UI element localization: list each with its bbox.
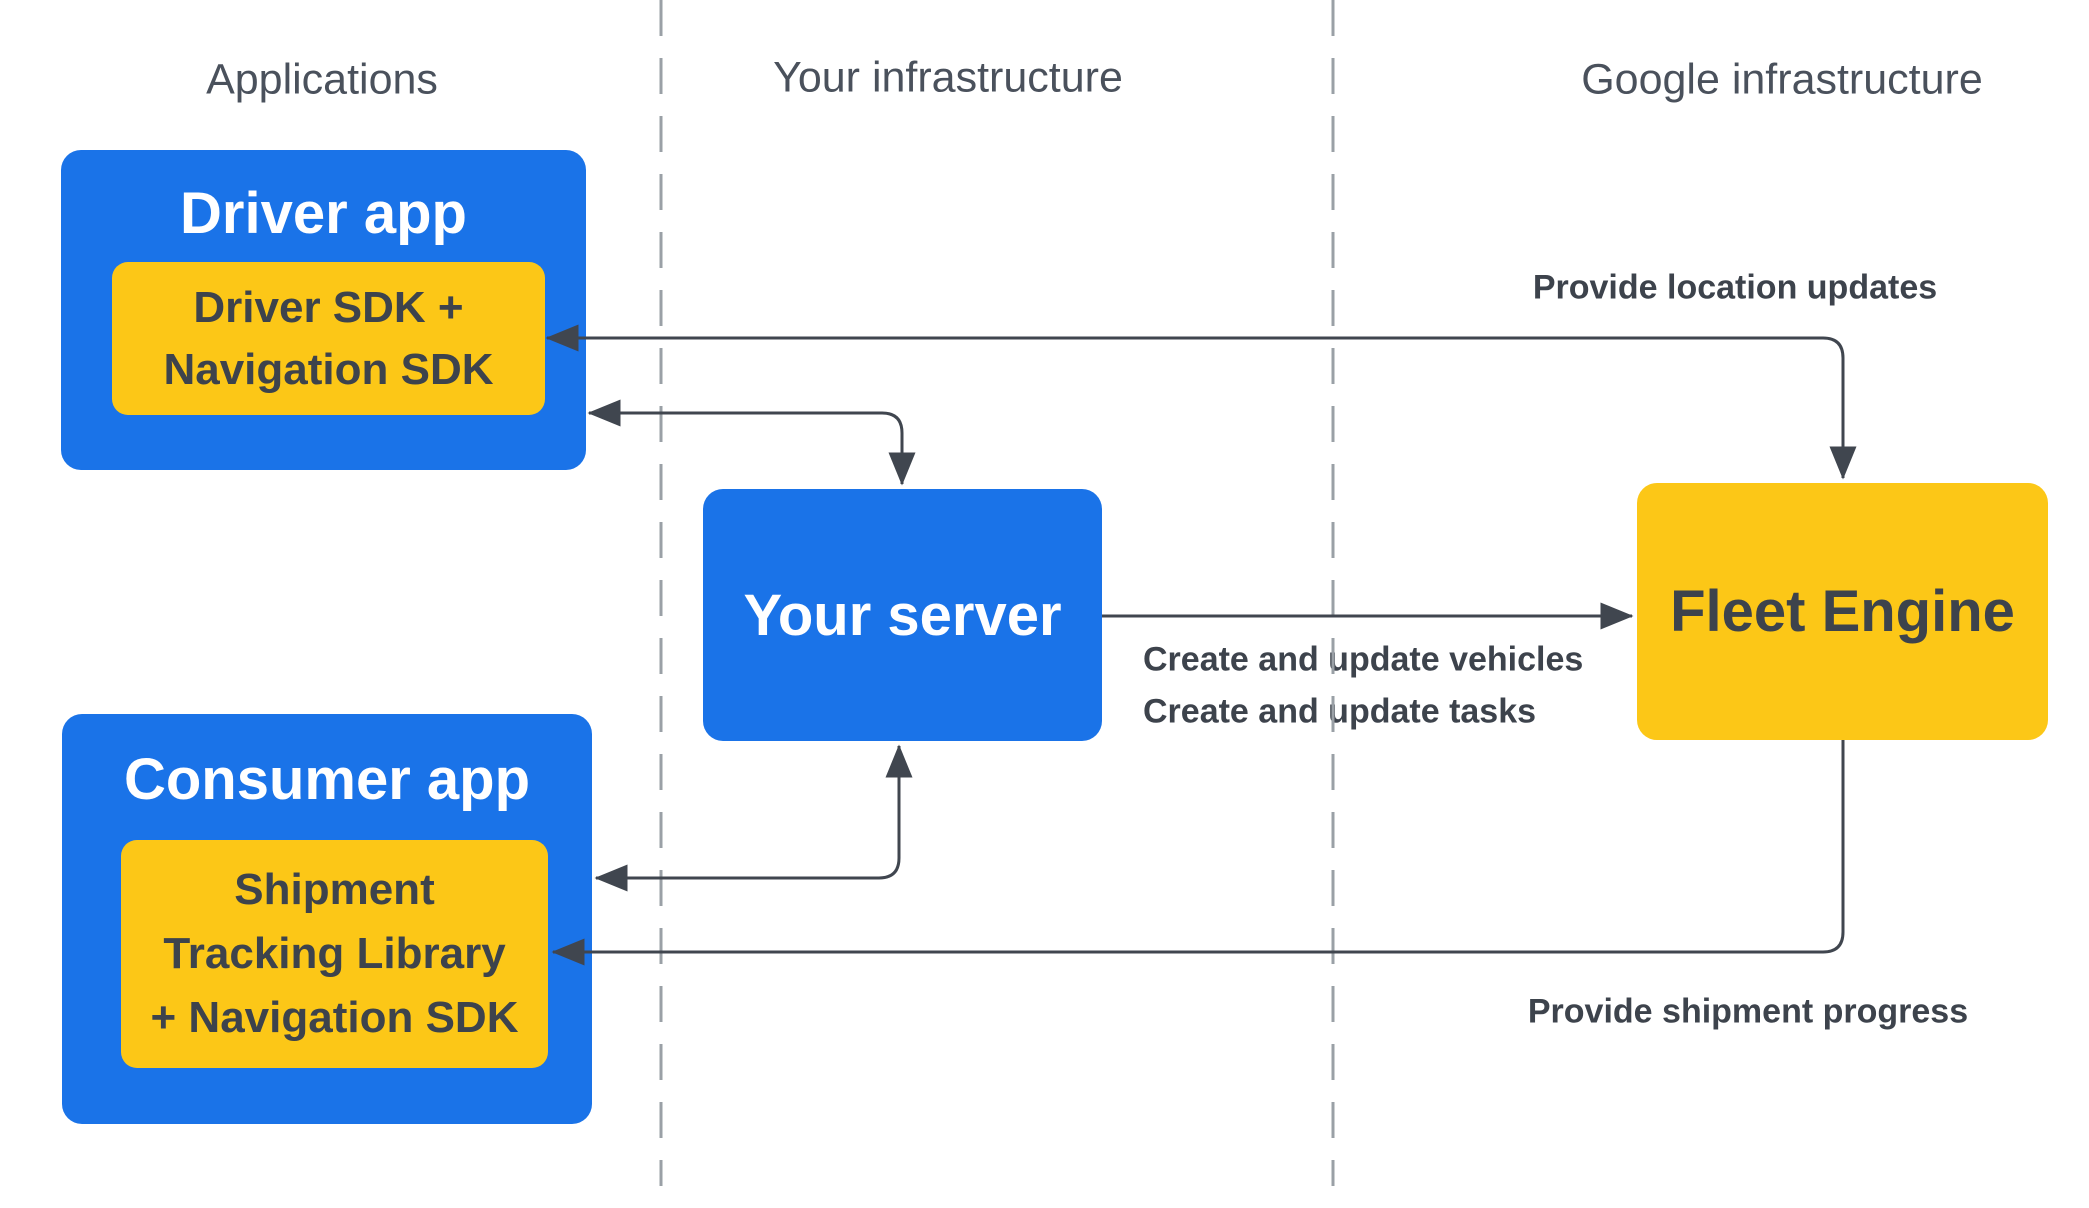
driver-sdk-line-2: Navigation SDK [163,344,494,394]
shipment-tracking-line-1: Shipment [234,865,435,914]
fleet-engine-box: Fleet Engine [1637,483,2048,740]
edge-consumer-app-your-server [594,744,913,892]
edge-fleet-engine-shipment-tracking [551,740,1845,966]
fleet-engine-title: Fleet Engine [1670,579,2015,644]
driver-sdk-box: Driver SDK + Navigation SDK [112,262,545,415]
shipment-tracking-line-2: Tracking Library [163,929,506,978]
edge-label-create-update-vehicles: Create and update vehicles [1143,640,1584,679]
edge-driver-app-your-server [587,399,916,486]
column-header-applications: Applications [206,55,438,104]
edge-label-create-update-tasks: Create and update tasks [1143,692,1537,731]
shipment-tracking-library-box: Shipment Tracking Library + Navigation S… [121,840,548,1068]
column-header-your-infrastructure: Your infrastructure [773,53,1123,102]
edge-driver-sdk-fleet-engine [545,324,1857,480]
your-server-title: Your server [743,582,1062,648]
driver-app-title: Driver app [180,181,467,246]
edge-label-provide-shipment-progress: Provide shipment progress [1527,992,1969,1031]
your-server-box: Your server [703,489,1102,741]
edge-label-provide-location-updates: Provide location updates [1532,268,1938,307]
driver-sdk-line-1: Driver SDK + [193,282,464,332]
shipment-tracking-line-3: + Navigation SDK [150,993,519,1042]
column-header-google-infrastructure: Google infrastructure [1581,55,1983,104]
consumer-app-title: Consumer app [123,747,531,812]
